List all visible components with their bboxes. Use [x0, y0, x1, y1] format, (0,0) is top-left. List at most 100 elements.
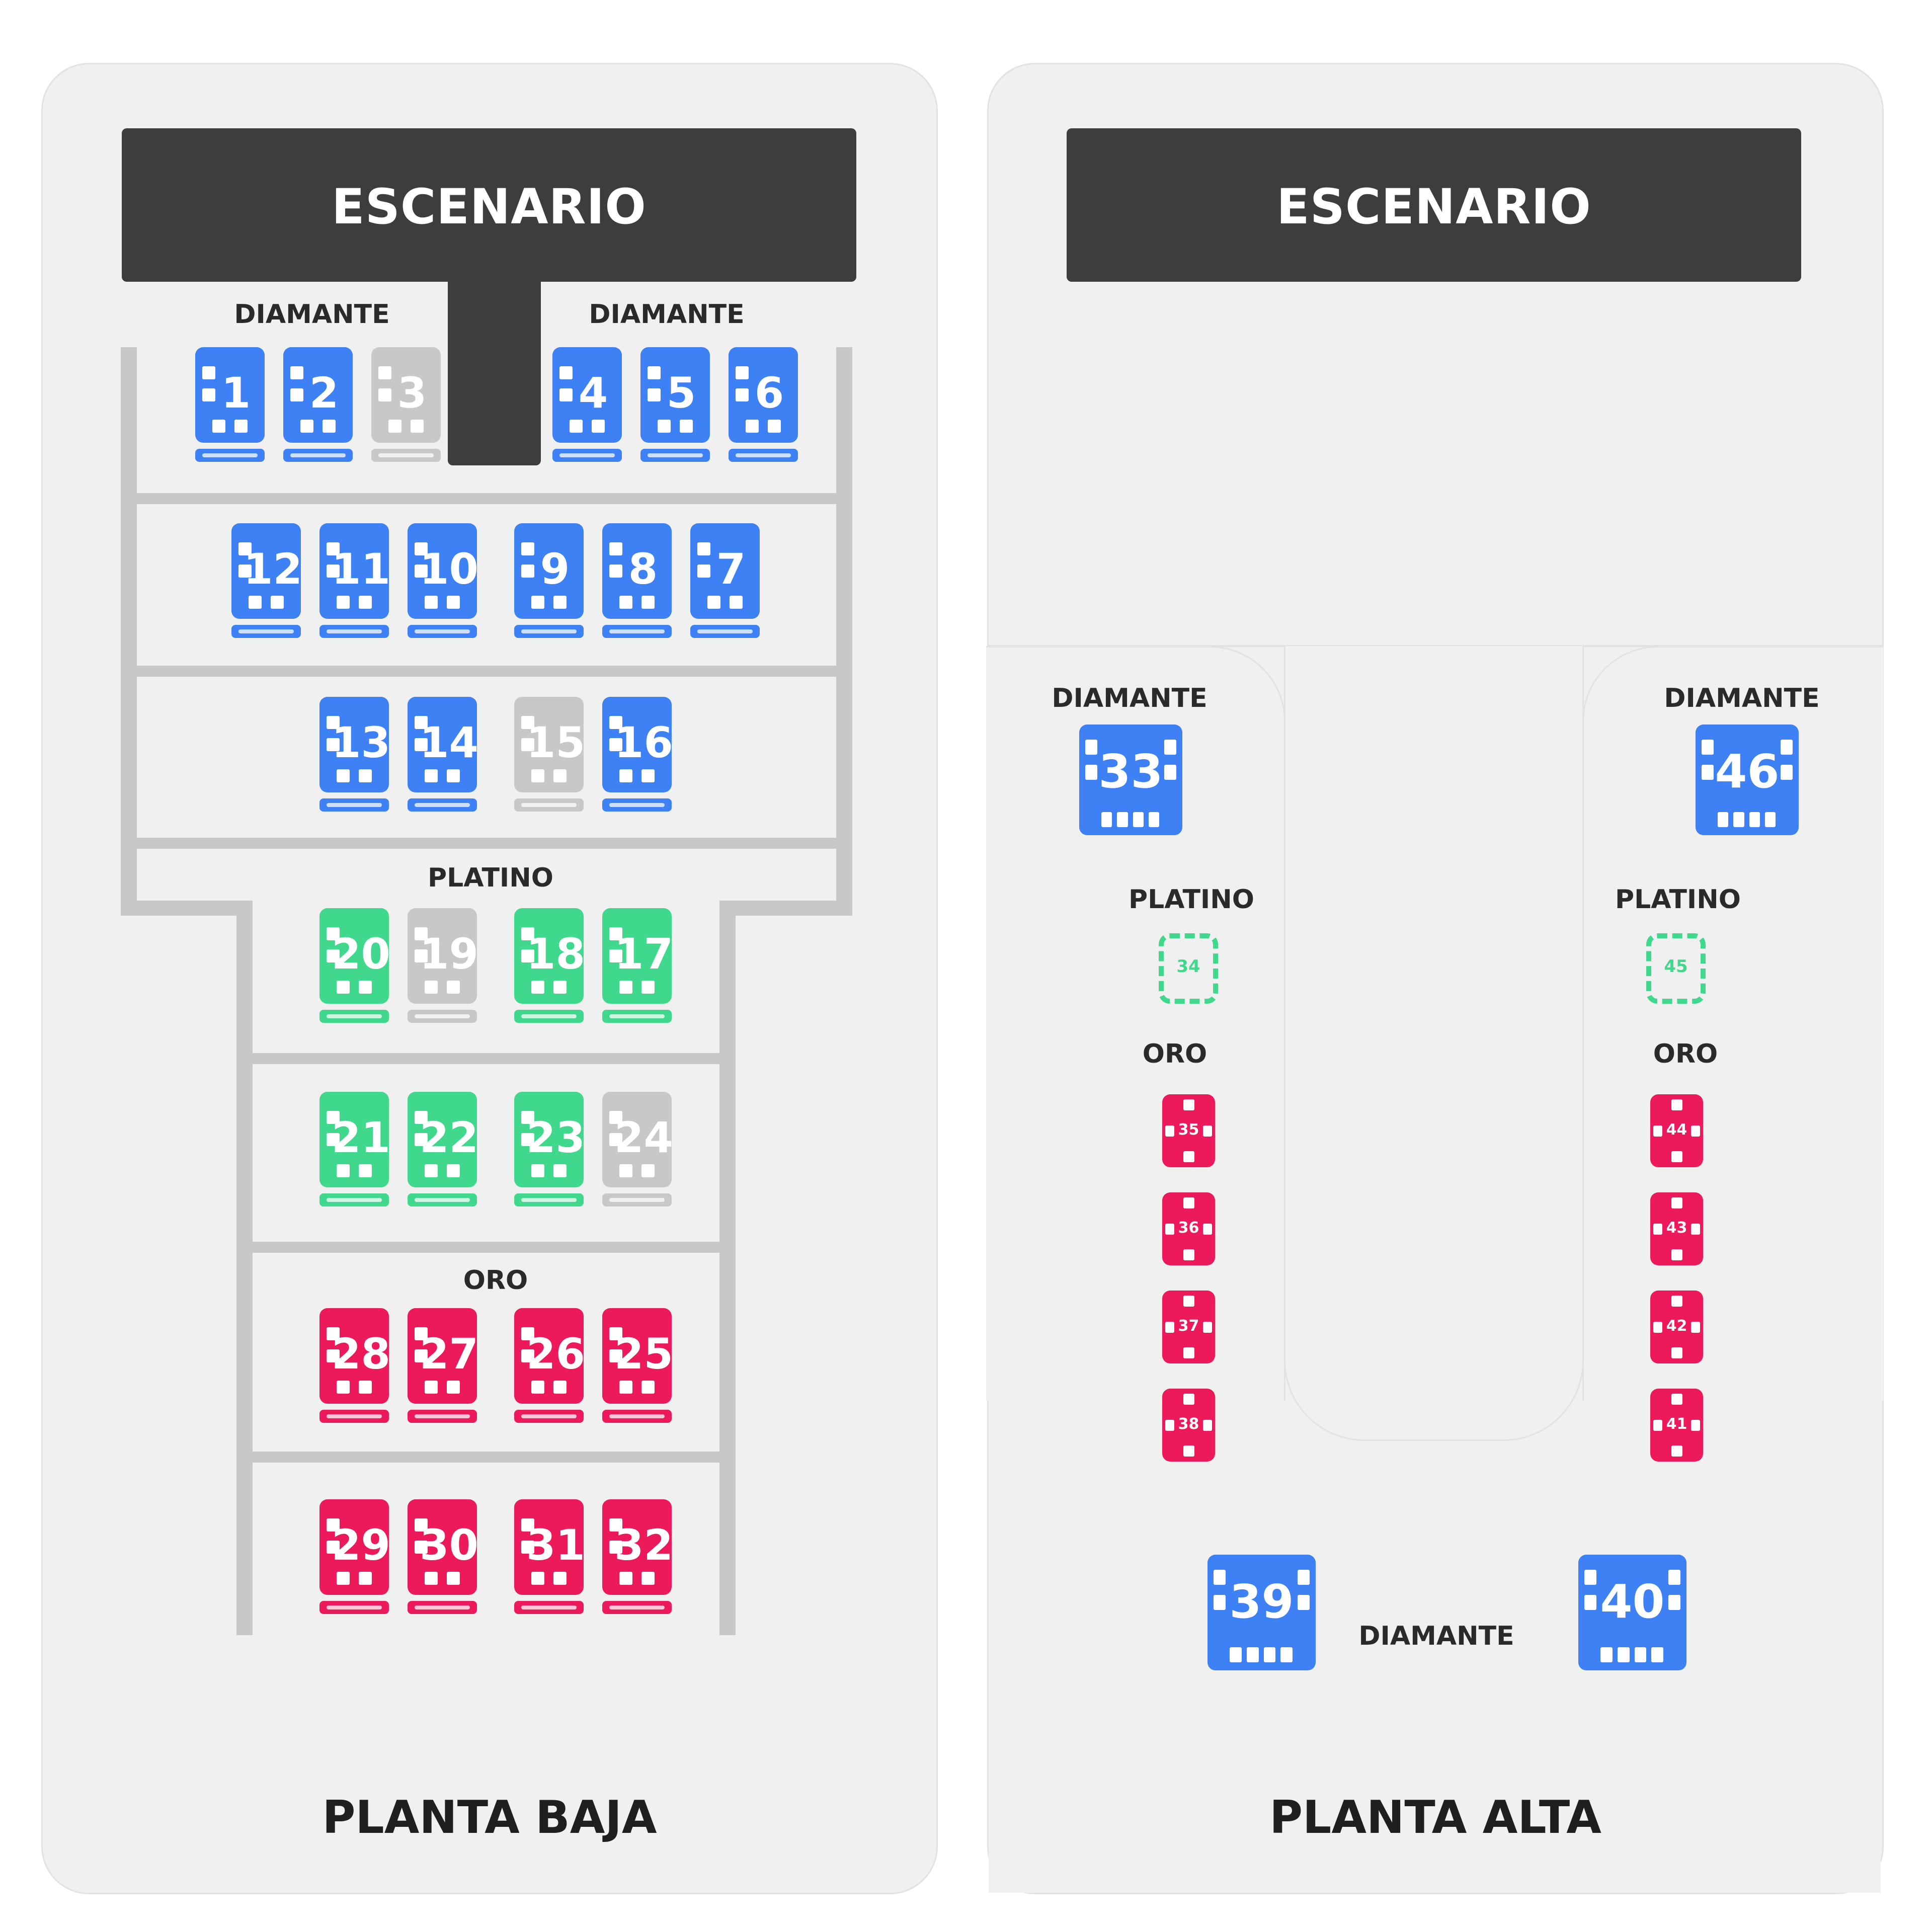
table-10[interactable]: 10 [408, 523, 478, 619]
seat-icon [1101, 812, 1112, 827]
seat-icon [1183, 1347, 1194, 1358]
table-36[interactable]: 36 [1162, 1192, 1215, 1265]
table-18[interactable]: 18 [514, 908, 585, 1004]
table-tag [408, 1601, 477, 1614]
table-16[interactable]: 16 [602, 697, 673, 792]
table-41[interactable]: 41 [1650, 1389, 1703, 1462]
table-8[interactable]: 8 [602, 523, 672, 619]
seat-icon [447, 1164, 460, 1177]
table-number: 21 [332, 1113, 390, 1162]
table-43[interactable]: 43 [1650, 1192, 1703, 1265]
table-17[interactable]: 17 [602, 908, 673, 1004]
seat-icon [521, 565, 534, 578]
table-38[interactable]: 38 [1162, 1389, 1215, 1462]
seat-icon [736, 388, 749, 401]
zone-label-oro-baja: ORO [463, 1265, 528, 1296]
seat-icon [1653, 1223, 1662, 1235]
seat-icon [531, 596, 544, 609]
table-19[interactable]: 19 [408, 908, 478, 1004]
table-12[interactable]: 12 [231, 523, 302, 619]
table-number: 23 [526, 1113, 585, 1162]
table-14[interactable]: 14 [408, 697, 478, 792]
wall-left-upper [121, 347, 137, 916]
seat-icon [521, 949, 534, 962]
table-1[interactable]: 1 [195, 347, 265, 443]
seat-icon [521, 738, 534, 751]
table-35[interactable]: 35 [1162, 1094, 1215, 1167]
seat-icon [553, 769, 567, 782]
seat-icon [415, 1111, 428, 1124]
table-29[interactable]: 29 [319, 1499, 390, 1595]
stage-runway [448, 272, 541, 465]
table-tag [640, 449, 710, 462]
seat-icon [619, 1164, 632, 1177]
table-21[interactable]: 21 [319, 1092, 390, 1187]
table-22[interactable]: 22 [408, 1092, 478, 1187]
seat-icon [327, 1518, 340, 1532]
table-number: 9 [540, 544, 570, 594]
seat-icon [1183, 1296, 1194, 1307]
table-4[interactable]: 4 [552, 347, 622, 443]
table-5[interactable]: 5 [640, 347, 710, 443]
seat-icon [1671, 1347, 1682, 1358]
table-31[interactable]: 31 [514, 1499, 585, 1595]
seat-icon [1183, 1445, 1194, 1457]
table-number: 25 [614, 1329, 673, 1379]
table-45[interactable]: 45 [1646, 933, 1706, 1004]
seat-icon [1691, 1419, 1700, 1431]
table-number: 3 [397, 368, 427, 418]
table-number: 5 [666, 368, 696, 418]
seat-icon [447, 1381, 460, 1394]
table-number: 30 [420, 1520, 478, 1570]
table-9[interactable]: 9 [514, 523, 584, 619]
table-tag [408, 1193, 477, 1206]
table-46[interactable]: 46 [1696, 725, 1799, 835]
table-24[interactable]: 24 [602, 1092, 673, 1187]
seat-icon [327, 542, 340, 555]
seat-icon [609, 565, 622, 578]
table-tag [319, 1410, 389, 1423]
seat-icon [1733, 812, 1744, 827]
table-13[interactable]: 13 [319, 697, 390, 792]
seat-icon [736, 366, 749, 379]
table-23[interactable]: 23 [514, 1092, 585, 1187]
table-32[interactable]: 32 [602, 1499, 673, 1595]
table-27[interactable]: 27 [408, 1308, 478, 1404]
table-28[interactable]: 28 [319, 1308, 390, 1404]
seat-icon [619, 981, 632, 994]
table-3[interactable]: 3 [371, 347, 441, 443]
seat-icon [768, 420, 781, 433]
table-42[interactable]: 42 [1650, 1291, 1703, 1363]
seat-icon [425, 596, 438, 609]
table-tag [514, 1601, 584, 1614]
table-40[interactable]: 40 [1578, 1555, 1686, 1670]
table-34[interactable]: 34 [1159, 933, 1218, 1004]
seat-icon [1203, 1125, 1212, 1137]
seat-icon [1183, 1249, 1194, 1260]
table-37[interactable]: 37 [1162, 1291, 1215, 1363]
table-11[interactable]: 11 [319, 523, 390, 619]
table-15[interactable]: 15 [514, 697, 585, 792]
table-44[interactable]: 44 [1650, 1094, 1703, 1167]
table-30[interactable]: 30 [408, 1499, 478, 1595]
table-20[interactable]: 20 [319, 908, 390, 1004]
seat-icon [619, 596, 632, 609]
table-26[interactable]: 26 [514, 1308, 585, 1404]
table-tag [514, 1010, 584, 1023]
seat-icon [327, 738, 340, 751]
table-33[interactable]: 33 [1079, 725, 1182, 835]
seat-icon [521, 1541, 534, 1554]
seat-icon [521, 542, 534, 555]
table-39[interactable]: 39 [1208, 1555, 1316, 1670]
table-6[interactable]: 6 [729, 347, 798, 443]
table-tag [552, 449, 622, 462]
seat-icon [1164, 740, 1176, 755]
seat-icon [1653, 1125, 1662, 1137]
seat-icon [378, 388, 391, 401]
seat-icon [746, 420, 759, 433]
seat-icon [521, 716, 534, 729]
table-2[interactable]: 2 [283, 347, 353, 443]
floor-title-planta-baja: PLANTA BAJA [322, 1791, 657, 1844]
table-7[interactable]: 7 [690, 523, 760, 619]
table-25[interactable]: 25 [602, 1308, 673, 1404]
